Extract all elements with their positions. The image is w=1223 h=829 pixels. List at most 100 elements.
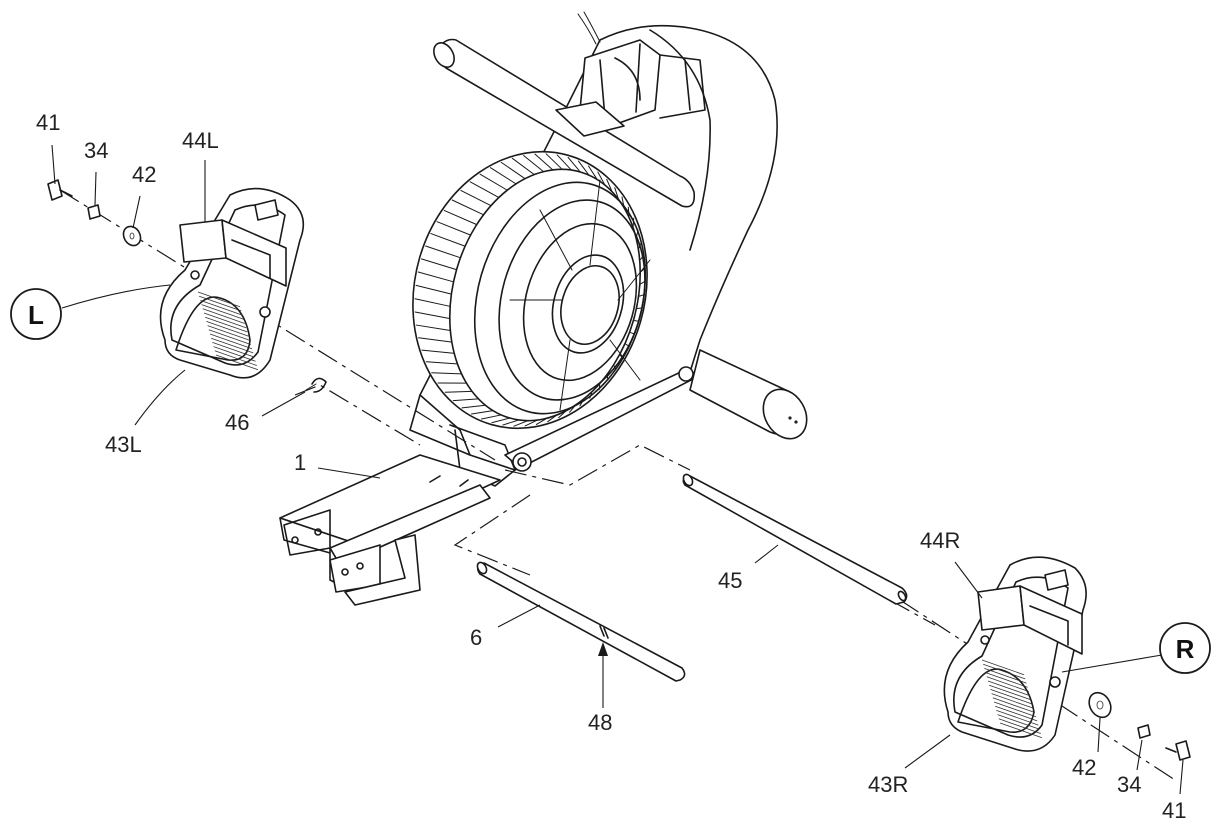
label-part-1: 1: [294, 450, 306, 475]
fan-fin: [430, 233, 465, 247]
pedal-rib: [985, 672, 1028, 688]
pedal-rib: [995, 705, 1038, 722]
fan-fin: [524, 419, 538, 427]
right-pedal-assembly: [943, 556, 1087, 752]
side-marker-left-text: L: [28, 300, 44, 330]
fan-fin: [640, 280, 646, 285]
fan-fin: [418, 337, 452, 343]
label-part-41-left: 41: [36, 110, 60, 135]
pedal-rib: [215, 354, 259, 371]
fan-fin: [420, 258, 457, 270]
side-marker-left: L: [10, 288, 62, 340]
pedal-rib: [201, 304, 244, 320]
fan-fin: [489, 167, 517, 185]
right-hardware: [1088, 691, 1191, 761]
fan-fin: [535, 417, 548, 425]
fan-fin: [587, 165, 598, 180]
pedal-rib: [998, 718, 1041, 734]
fan-fin: [614, 187, 619, 200]
fan-fin: [578, 160, 590, 176]
fan-fin: [502, 419, 520, 426]
fan-fin: [547, 415, 557, 423]
fan-fin: [471, 410, 494, 415]
left-pedal-assembly: [159, 187, 305, 379]
fan-fin: [556, 154, 572, 171]
fan-fin: [597, 171, 606, 186]
pedal-ribs-right: [981, 659, 1043, 739]
label-part-44R: 44R: [920, 528, 960, 553]
fan-fin: [425, 361, 458, 365]
pedal-rib: [209, 333, 253, 350]
fan-fin: [606, 375, 609, 381]
label-part-44L: 44L: [182, 128, 219, 153]
pedal-rib: [992, 697, 1035, 713]
pedal-rib: [993, 701, 1037, 718]
label-part-43R: 43R: [868, 772, 908, 797]
label-part-6: 6: [470, 625, 482, 650]
fan-fin: [627, 206, 630, 217]
fan-fin: [545, 153, 563, 170]
fan-fin: [451, 199, 484, 215]
label-part-34-right: 34: [1117, 772, 1141, 797]
fan-fin: [443, 209, 477, 225]
fan-fin: [460, 189, 491, 206]
side-marker-right-text: R: [1176, 634, 1195, 664]
fan-fin: [606, 178, 613, 192]
pedal-rib: [996, 710, 1039, 726]
fan-fin: [421, 349, 455, 354]
label-part-41-right: 41: [1162, 798, 1186, 823]
pedal-rib: [214, 350, 257, 366]
fan-fin: [567, 156, 581, 173]
pedal-rib: [208, 329, 251, 345]
fan-fin: [569, 405, 575, 413]
fan-fin: [639, 254, 645, 261]
fan-fin: [621, 196, 625, 208]
fan-fin: [613, 365, 617, 371]
front-frame-part-1: [279, 454, 501, 606]
fan-fin: [431, 372, 462, 375]
fan-fin: [511, 157, 535, 175]
fan-fin: [480, 414, 502, 420]
fan-fin: [558, 411, 566, 419]
label-part-34-left: 34: [84, 138, 108, 163]
pedal-rib: [207, 325, 250, 341]
pedal-rib: [986, 676, 1029, 692]
pedal-rib: [200, 300, 243, 316]
fan-fins: [414, 153, 646, 427]
pedal-rib: [206, 321, 249, 337]
fan-fin: [598, 384, 601, 391]
left-hardware: [47, 179, 327, 393]
fan-fin: [414, 298, 450, 307]
fan-wheel: [412, 150, 651, 430]
label-part-48: 48: [588, 710, 612, 735]
leader-lines: [51, 144, 1184, 795]
fan-fin: [523, 155, 544, 173]
fan-fin: [619, 354, 624, 359]
fan-fin: [500, 161, 526, 179]
fan-fin: [415, 324, 451, 331]
part-labels: 41 34 42 44L 43L 46 1 6 48 45 44R 43R 42…: [36, 110, 1186, 823]
pedal-rib: [199, 295, 242, 312]
fan-fin: [469, 181, 499, 198]
fan-fin: [630, 332, 635, 335]
pedal-rib: [983, 663, 1026, 680]
handlebar: [433, 38, 696, 208]
fan-fin: [461, 404, 486, 409]
label-part-46: 46: [225, 410, 249, 435]
axle-6: [476, 561, 686, 708]
label-part-45: 45: [718, 568, 742, 593]
fan-fin: [639, 294, 645, 297]
fan-fin: [589, 392, 593, 399]
pedal-rib: [213, 346, 256, 362]
fan-fin: [638, 241, 642, 249]
fan-fin: [632, 217, 635, 227]
fan-fin: [635, 229, 639, 238]
fan-fin: [513, 420, 529, 427]
pedal-rib: [999, 722, 1043, 739]
pedal-rib: [202, 308, 245, 324]
axle-45: [682, 473, 908, 605]
pedal-rib: [984, 668, 1027, 684]
rail-links: [504, 349, 808, 472]
pedal-rib: [197, 291, 241, 308]
